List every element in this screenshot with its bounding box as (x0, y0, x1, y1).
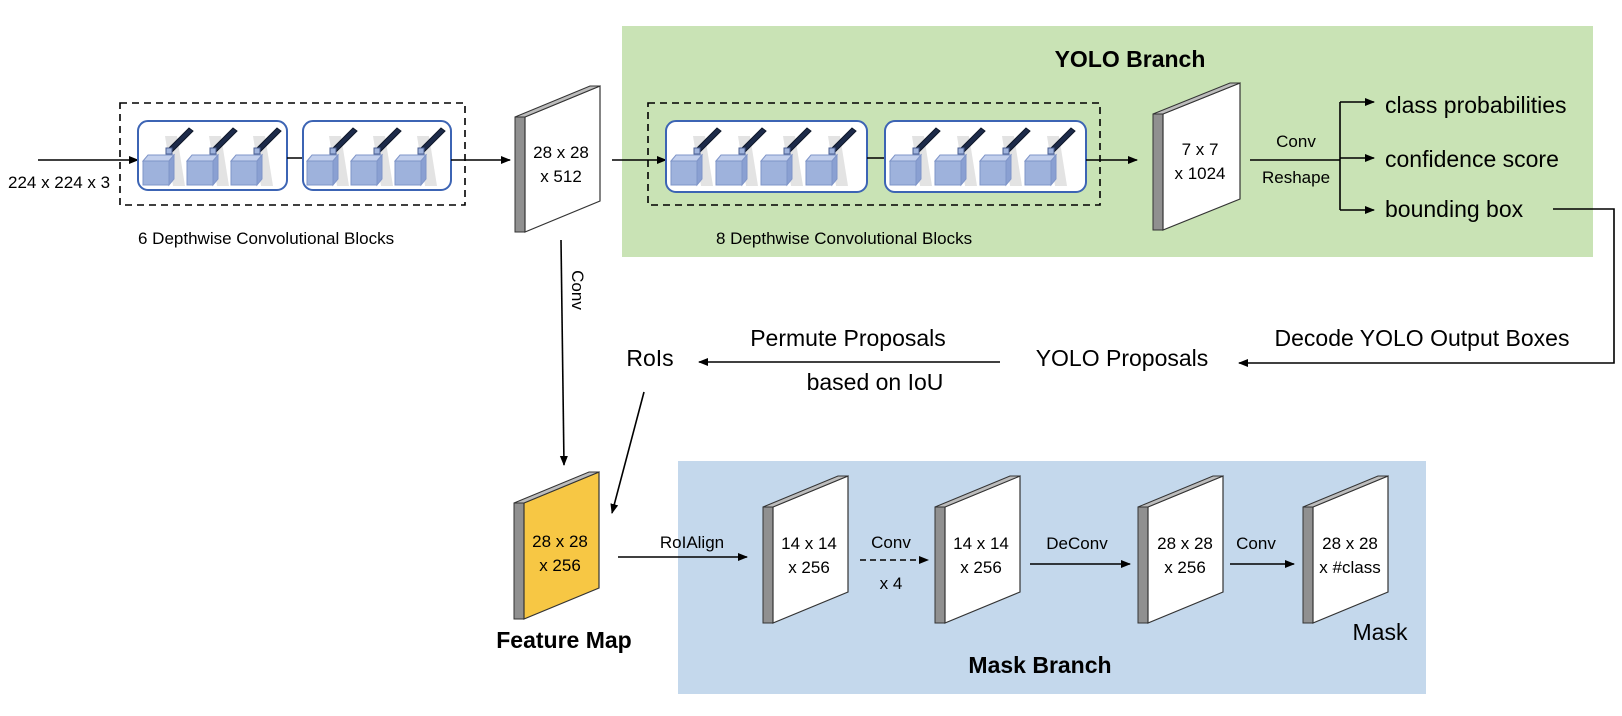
mask-layer-3-dim-1: 28 x 28 (1157, 534, 1213, 553)
mask-layer-4-dim-2: x #class (1319, 558, 1380, 577)
mask-layer-1-dim-2: x 256 (788, 558, 830, 577)
backbone-output-layer: 28 x 28 x 512 (514, 85, 601, 233)
mask-layer-2-dim-1: 14 x 14 (953, 534, 1009, 553)
depthwise-conv-unit (349, 127, 402, 187)
yolo-output-layer: 7 x 7 x 1024 (1152, 82, 1241, 231)
depthwise-conv-unit (978, 127, 1031, 187)
depthwise-conv-unit (714, 127, 767, 187)
depthwise-conv-unit (229, 127, 282, 187)
output-confidence-score: confidence score (1385, 146, 1559, 172)
depthwise-conv-unit (804, 127, 857, 187)
depthwise-conv-unit (759, 127, 812, 187)
backbone-conv-label: Conv (568, 270, 587, 310)
feature-map-title: Feature Map (496, 627, 631, 653)
feature-map-dim-2: x 256 (539, 556, 581, 575)
feature-map-layer: 28 x 28 x 256 (513, 471, 600, 620)
yolo-proposals-label: YOLO Proposals (1036, 345, 1209, 371)
mask-layer-3-dim-2: x 256 (1164, 558, 1206, 577)
backbone-output-dim-2: x 512 (540, 167, 582, 186)
yolo-block-group-1 (665, 120, 868, 193)
depthwise-conv-unit (141, 127, 194, 187)
output-class-probabilities: class probabilities (1385, 92, 1567, 118)
rois-label: RoIs (626, 345, 673, 371)
yolo-blocks-caption: 8 Depthwise Convolutional Blocks (716, 229, 972, 248)
mask-op-1-top: Conv (871, 533, 911, 552)
yolo-conv-label: Conv (1276, 132, 1316, 151)
yolo-reshape-label: Reshape (1262, 168, 1330, 187)
mask-op-2-top: DeConv (1046, 534, 1108, 553)
mask-layer-2: 14 x 14 x 256 (934, 475, 1021, 624)
permute-label-2: based on IoU (807, 369, 944, 395)
depthwise-conv-unit (669, 127, 722, 187)
backbone-blocks-frame (119, 102, 466, 206)
depthwise-conv-unit (305, 127, 358, 187)
mask-layer-4-dim-1: 28 x 28 (1322, 534, 1378, 553)
mask-branch-title: Mask Branch (968, 652, 1111, 678)
backbone-output-dim-1: 28 x 28 (533, 143, 589, 162)
mask-op-3-top: Conv (1236, 534, 1276, 553)
input-label: 224 x 224 x 3 (8, 173, 110, 192)
mask-layer-1-dim-1: 14 x 14 (781, 534, 837, 553)
decode-label: Decode YOLO Output Boxes (1275, 325, 1570, 351)
mask-layer-1: 14 x 14 x 256 (762, 475, 849, 624)
mask-op-1-bottom: x 4 (880, 574, 903, 593)
depthwise-conv-unit (1023, 127, 1076, 187)
backbone-block-group-1 (137, 120, 288, 191)
permute-label-1: Permute Proposals (750, 325, 946, 351)
mask-output-label: Mask (1353, 619, 1408, 645)
depthwise-conv-unit (185, 127, 238, 187)
mask-layer-2-dim-2: x 256 (960, 558, 1002, 577)
yolo-block-group-2 (884, 120, 1087, 193)
mask-layer-3: 28 x 28 x 256 (1137, 475, 1224, 624)
roialign-label: RoIAlign (660, 533, 724, 552)
mask-layer-4: 28 x 28 x #class (1302, 475, 1389, 624)
depthwise-conv-unit (933, 127, 986, 187)
backbone-blocks-caption: 6 Depthwise Convolutional Blocks (138, 229, 394, 248)
depthwise-conv-unit (393, 127, 446, 187)
feature-map-dim-1: 28 x 28 (532, 532, 588, 551)
yolo-branch-title: YOLO Branch (1055, 46, 1206, 72)
yolo-output-dim-2: x 1024 (1174, 164, 1225, 183)
output-bounding-box: bounding box (1385, 196, 1524, 222)
depthwise-conv-unit (888, 127, 941, 187)
backbone-block-group-2 (302, 120, 452, 191)
yolo-output-dim-1: 7 x 7 (1182, 140, 1219, 159)
yolo-blocks-frame (647, 102, 1101, 206)
